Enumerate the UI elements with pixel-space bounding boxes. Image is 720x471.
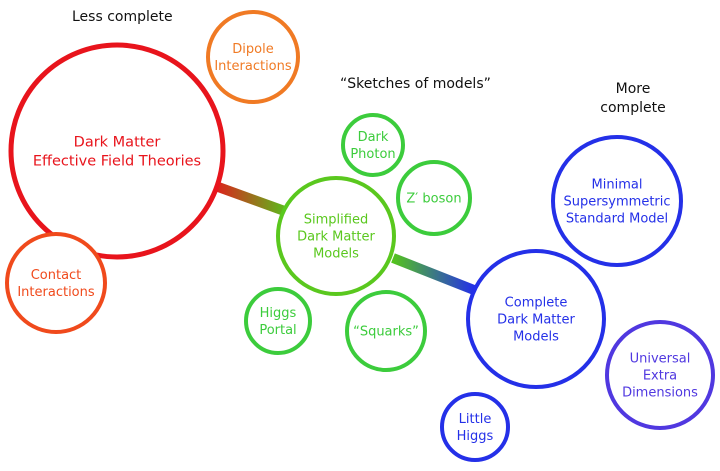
- bubble-squarks: “Squarks”: [345, 290, 427, 372]
- bubble-universal-extra-dimensions-label-line-2: Extra: [643, 369, 677, 384]
- bubble-squarks-label-line-1: “Squarks”: [353, 325, 419, 340]
- bubble-dipole-interactions-circle: [206, 10, 300, 104]
- bubble-contact-interactions-label-line-1: Contact: [31, 268, 82, 283]
- bubble-mssm-label-line-2: Supersymmetric: [563, 195, 670, 210]
- bubble-complete-models-label-line-3: Models: [513, 330, 559, 345]
- bubble-little-higgs-circle: [440, 392, 510, 462]
- bubble-zprime-boson-label-line-1: Z′ boson: [406, 192, 461, 207]
- bubble-higgs-portal-label-line-2: Portal: [259, 323, 296, 338]
- bubble-little-higgs-label-line-2: Higgs: [457, 429, 494, 444]
- connector-eft-to-simplified: [208, 179, 292, 218]
- bubble-complete-models-circle: [466, 249, 606, 389]
- sketches-of-models-label: “Sketches of models”: [340, 76, 491, 92]
- bubble-universal-extra-dimensions-label-line-1: Universal: [630, 351, 691, 366]
- bubble-dipole-interactions-label-line-2: Interactions: [214, 59, 292, 74]
- bubble-eft-label-line-1: Dark Matter: [74, 135, 161, 151]
- bubble-complete-models-label-line-2: Dark Matter: [497, 313, 575, 328]
- bubble-contact-interactions-circle: [5, 232, 107, 334]
- bubble-eft-label-line-2: Effective Field Theories: [33, 154, 201, 170]
- connector-simplified-to-complete: [391, 253, 476, 295]
- bubble-mssm-label-line-3: Standard Model: [566, 212, 668, 227]
- more-complete-label: More complete: [588, 80, 678, 118]
- bubble-zprime-boson: Z′ boson: [396, 160, 472, 236]
- bubble-dipole-interactions-label-line-1: Dipole: [232, 42, 273, 57]
- bubble-eft-circle: [8, 42, 226, 260]
- bubble-dark-photon-label-line-1: Dark: [358, 130, 389, 145]
- bubble-simplified-models-label-line-1: Simplified: [304, 212, 368, 227]
- bubble-simplified-models-label-line-2: Dark Matter: [297, 230, 375, 245]
- bubble-dark-photon-label-line-2: Photon: [350, 147, 395, 162]
- bubble-complete-models-label-line-1: Complete: [505, 295, 568, 310]
- bubble-contact-interactions-label-line-2: Interactions: [17, 285, 95, 300]
- bubble-dark-photon-circle: [341, 113, 405, 177]
- bubble-mssm-label-line-1: Minimal: [592, 177, 643, 192]
- more-complete-line-2: complete: [600, 100, 666, 116]
- bubble-universal-extra-dimensions-circle: [605, 320, 715, 430]
- bubble-universal-extra-dimensions-label-line-3: Dimensions: [622, 386, 698, 401]
- less-complete-label: Less complete: [72, 9, 173, 25]
- bubble-squarks-circle: [345, 290, 427, 372]
- bubble-simplified-models-label-line-3: Models: [313, 247, 359, 262]
- more-complete-line-1: More: [615, 81, 651, 97]
- bubble-higgs-portal-label-line-1: Higgs: [260, 306, 297, 321]
- bubble-little-higgs-label-line-1: Little: [459, 412, 492, 427]
- bubble-zprime-boson-circle: [396, 160, 472, 236]
- bubble-simplified-models-circle: [276, 176, 396, 296]
- bubble-mssm-circle: [551, 135, 683, 267]
- bubble-higgs-portal-circle: [244, 287, 312, 355]
